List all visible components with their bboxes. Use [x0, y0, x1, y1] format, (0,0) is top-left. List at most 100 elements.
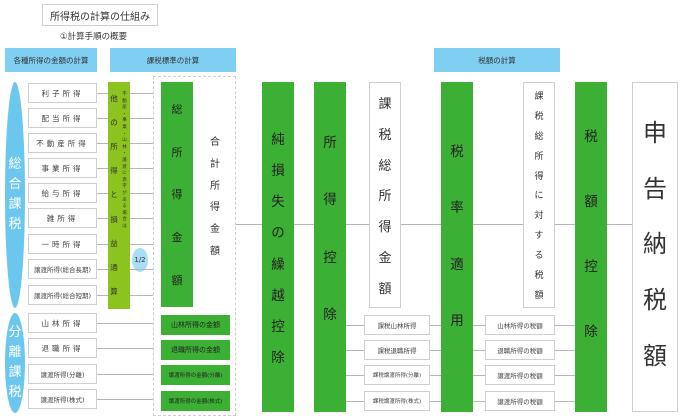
- taxable-separate-income: 課税山林所得: [364, 315, 430, 335]
- income-item: 退職所得: [28, 338, 97, 358]
- income-item: 雑所得: [28, 208, 97, 228]
- tax-on-total-char: 対: [534, 211, 544, 222]
- taxable-total-income: 課税総所得金額: [369, 82, 401, 308]
- combined-income-char: 金: [210, 223, 220, 235]
- loss-carryforward-deduction: 純損失の繰越控除: [262, 82, 294, 412]
- tax-credit-char: 税: [584, 128, 598, 145]
- taxable-total-char: 総: [378, 158, 392, 174]
- tax-on-taxable-total: 課税総所得に対する税額: [523, 82, 555, 308]
- group-char: 分: [8, 324, 22, 340]
- tax-rate-char: 適: [450, 256, 464, 273]
- connector-line: [130, 168, 153, 169]
- combined-income-char: 所: [210, 180, 220, 192]
- tax-on-total-char: 税: [534, 112, 544, 123]
- diagram-subtitle: ①計算手順の概要: [60, 32, 128, 42]
- income-item: 事業所得: [28, 158, 97, 178]
- half-badge: 1/2: [132, 248, 148, 272]
- loss-offset-char: 損: [110, 214, 118, 224]
- connector-line: [430, 401, 441, 402]
- combined-income-char: 合: [210, 137, 220, 149]
- combined-income-label: 合計所得金額: [200, 130, 230, 260]
- connector-line: [130, 93, 153, 94]
- taxable-separate-income: 課税退職所得: [364, 340, 430, 360]
- connector-line: [473, 401, 485, 402]
- connector-line: [430, 350, 441, 351]
- connector-line: [346, 325, 364, 326]
- income-item: 山林所得: [28, 313, 97, 333]
- taxable-separate-income: 課税譲渡所得(株式): [364, 391, 430, 411]
- loss-offset-char: 所: [110, 142, 118, 152]
- income-deduction-char: 所: [323, 134, 337, 151]
- income-deduction-char: 除: [323, 307, 337, 324]
- group-comprehensive-taxation: 総合課税: [5, 82, 25, 308]
- income-item: 譲渡所得(株式): [28, 389, 97, 409]
- group-char: 課: [8, 197, 22, 212]
- connector-line: [555, 350, 575, 351]
- diagram-title: 所得税の計算の仕組み: [42, 4, 158, 26]
- connector-line: [555, 325, 575, 326]
- loss-carry-char: 繰: [271, 256, 285, 273]
- tax-rate-application: 税率適用: [441, 82, 473, 412]
- total-income-box: 総所得金額: [161, 82, 193, 307]
- final-tax-char: 告: [643, 174, 667, 203]
- group-char: 総: [8, 156, 22, 172]
- tax-on-total-char: に: [534, 191, 544, 202]
- connector-line: [555, 375, 575, 376]
- connector-line: [130, 269, 153, 270]
- loss-offset-note: 不動産・事業・山林・譲渡に赤字がある場合は: [122, 92, 127, 229]
- separate-amount: 譲渡所得の金額(株式): [161, 391, 230, 411]
- loss-offset-bar: 他の所得と損益通算 不動産・事業・山林・譲渡に赤字がある場合は: [108, 82, 130, 309]
- income-item: 配当所得: [28, 108, 97, 128]
- tax-on-total-char: 額: [534, 290, 544, 301]
- separate-tax-amount: 山林所得の税額: [485, 315, 555, 335]
- tax-credit-char: 額: [584, 193, 598, 210]
- connector-line: [555, 401, 575, 402]
- connector-line: [294, 224, 314, 225]
- separate-amount: 山林所得の金額: [161, 315, 230, 335]
- tax-on-total-char: 所: [534, 151, 544, 162]
- loss-carry-char: の: [271, 225, 285, 242]
- combined-income-char: 額: [210, 245, 220, 257]
- loss-offset-char: と: [110, 190, 118, 200]
- connector-line: [346, 350, 364, 351]
- loss-offset-char: 算: [110, 287, 118, 297]
- connector-line: [473, 375, 485, 376]
- income-item: 不動産所得: [28, 133, 97, 153]
- group-char: 税: [8, 385, 22, 401]
- income-item: 譲渡所得(総合長期): [28, 259, 97, 279]
- final-tax-amount: 申告納税額: [632, 82, 678, 412]
- tax-on-total-char: る: [534, 250, 544, 261]
- connector-line: [430, 325, 441, 326]
- header-tax-calc: 税額の計算: [434, 48, 560, 72]
- separate-tax-amount: 譲渡所得の税額: [485, 391, 555, 411]
- connector-line: [130, 244, 153, 245]
- taxable-standard-frame: [153, 76, 236, 416]
- loss-carry-char: 損: [271, 162, 285, 179]
- connector-line: [97, 348, 153, 349]
- loss-carry-char: 除: [271, 350, 285, 367]
- group-char: 課: [8, 365, 22, 380]
- connector-line: [473, 224, 523, 225]
- income-item: 一時所得: [28, 234, 97, 254]
- loss-carry-char: 控: [271, 319, 285, 336]
- connector-line: [97, 244, 108, 245]
- tax-credit-char: 控: [584, 258, 598, 275]
- connector-line: [430, 375, 441, 376]
- loss-carry-char: 純: [271, 131, 285, 148]
- income-deduction-char: 控: [323, 249, 337, 266]
- tax-credit-char: 除: [584, 323, 598, 340]
- income-deduction: 所得控除: [314, 82, 346, 412]
- tax-credit: 税額控除: [575, 82, 607, 412]
- connector-line: [473, 350, 485, 351]
- connector-line: [97, 193, 108, 194]
- connector-line: [97, 295, 108, 296]
- total-income-char: 得: [171, 188, 183, 202]
- total-income-char: 金: [171, 231, 183, 245]
- loss-offset-char: 他: [110, 93, 118, 103]
- group-char: 合: [8, 176, 22, 192]
- income-item: 給与所得: [28, 183, 97, 203]
- income-item: 利子所得: [28, 83, 97, 103]
- group-char: 税: [8, 217, 22, 233]
- connector-line: [97, 93, 108, 94]
- connector-line: [130, 143, 153, 144]
